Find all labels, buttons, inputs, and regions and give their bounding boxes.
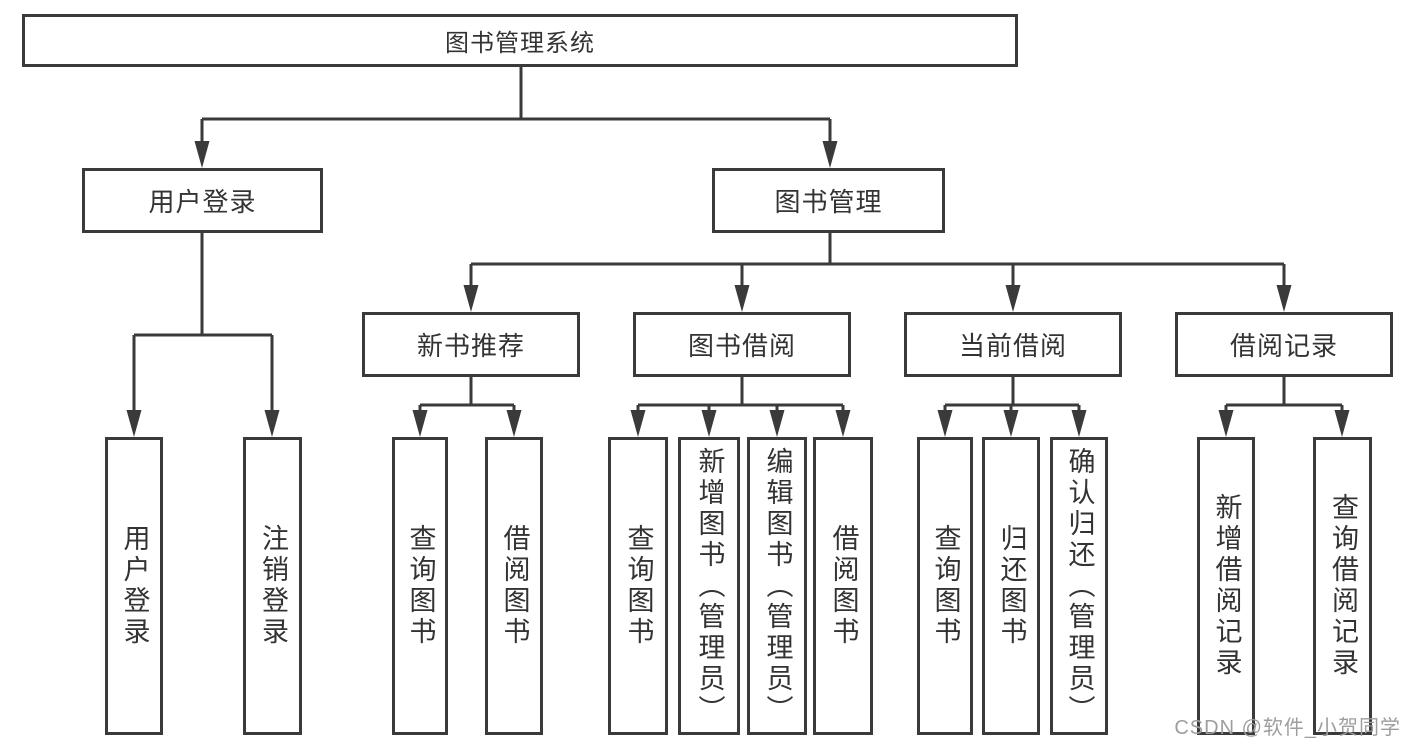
arrowhead-icon	[126, 410, 142, 437]
arrowhead-icon	[194, 141, 210, 168]
leaf-add-book-admin: 新增图书（管理员）	[678, 437, 740, 735]
node-label: 新增图书（管理员）	[694, 446, 725, 726]
node-label: 当前借阅	[958, 331, 1067, 361]
node-label: 新增借阅记录	[1211, 493, 1242, 679]
node-book-management: 图书管理	[712, 168, 945, 233]
arrowhead-icon	[1005, 285, 1021, 312]
node-label: 用户登录	[119, 524, 150, 648]
node-label: 新书推荐	[416, 331, 525, 361]
leaf-query-books-borrow: 查询图书	[608, 437, 668, 735]
leaf-query-books-current: 查询图书	[917, 437, 973, 735]
node-label: 图书借阅	[687, 331, 796, 361]
node-label: 用户登录	[148, 187, 257, 217]
node-label: 借阅图书	[499, 524, 530, 648]
leaf-query-borrow-record: 查询借阅记录	[1313, 437, 1372, 735]
arrowhead-icon	[1003, 410, 1019, 437]
node-borrow-records: 借阅记录	[1175, 312, 1393, 377]
arrowhead-icon	[412, 410, 428, 437]
node-label: 图书管理系统	[445, 30, 595, 57]
arrowhead-icon	[937, 410, 953, 437]
leaf-edit-book-admin: 编辑图书（管理员）	[747, 437, 807, 735]
arrowhead-icon	[1276, 285, 1292, 312]
leaf-add-borrow-record: 新增借阅记录	[1197, 437, 1255, 735]
leaf-user-login: 用户登录	[105, 437, 163, 735]
arrowhead-icon	[506, 410, 522, 437]
leaf-borrow-books: 借阅图书	[813, 437, 873, 735]
leaf-query-books-recommend: 查询图书	[392, 437, 448, 735]
connector-path	[132, 67, 1344, 414]
node-new-book-recommend: 新书推荐	[362, 312, 580, 377]
arrowhead-icon	[734, 285, 750, 312]
node-label: 查询图书	[930, 524, 961, 648]
leaf-return-book: 归还图书	[982, 437, 1040, 735]
leaf-borrow-books-recommend: 借阅图书	[485, 437, 543, 735]
node-label: 查询借阅记录	[1328, 493, 1358, 679]
node-label: 确认归还（管理员）	[1064, 446, 1095, 726]
arrowhead-icon	[835, 410, 851, 437]
arrowhead-icon	[630, 410, 646, 437]
node-label: 借阅图书	[828, 524, 859, 648]
node-label: 注销登录	[258, 524, 288, 648]
arrowhead-icon	[701, 410, 717, 437]
node-current-borrow: 当前借阅	[904, 312, 1122, 377]
watermark: CSDN @软件_小贺同学	[1174, 717, 1401, 739]
node-label: 借阅记录	[1229, 331, 1338, 361]
node-book-borrow: 图书借阅	[633, 312, 851, 377]
node-label: 查询图书	[405, 524, 436, 648]
node-label: 编辑图书（管理员）	[762, 446, 793, 726]
node-label: 图书管理	[774, 187, 883, 217]
node-label: 归还图书	[996, 524, 1027, 648]
arrowhead-icon	[1071, 410, 1087, 437]
node-label: 查询图书	[623, 524, 654, 648]
arrowhead-icon	[1218, 410, 1234, 437]
node-user-login: 用户登录	[82, 168, 323, 233]
leaf-logout: 注销登录	[243, 437, 302, 735]
leaf-confirm-return-admin: 确认归还（管理员）	[1050, 437, 1108, 735]
arrowhead-icon	[264, 410, 280, 437]
node-root: 图书管理系统	[22, 14, 1018, 67]
arrowhead-icon	[769, 410, 785, 437]
arrowhead-icon	[822, 141, 838, 168]
arrowhead-icon	[463, 285, 479, 312]
arrowhead-icon	[1334, 410, 1350, 437]
